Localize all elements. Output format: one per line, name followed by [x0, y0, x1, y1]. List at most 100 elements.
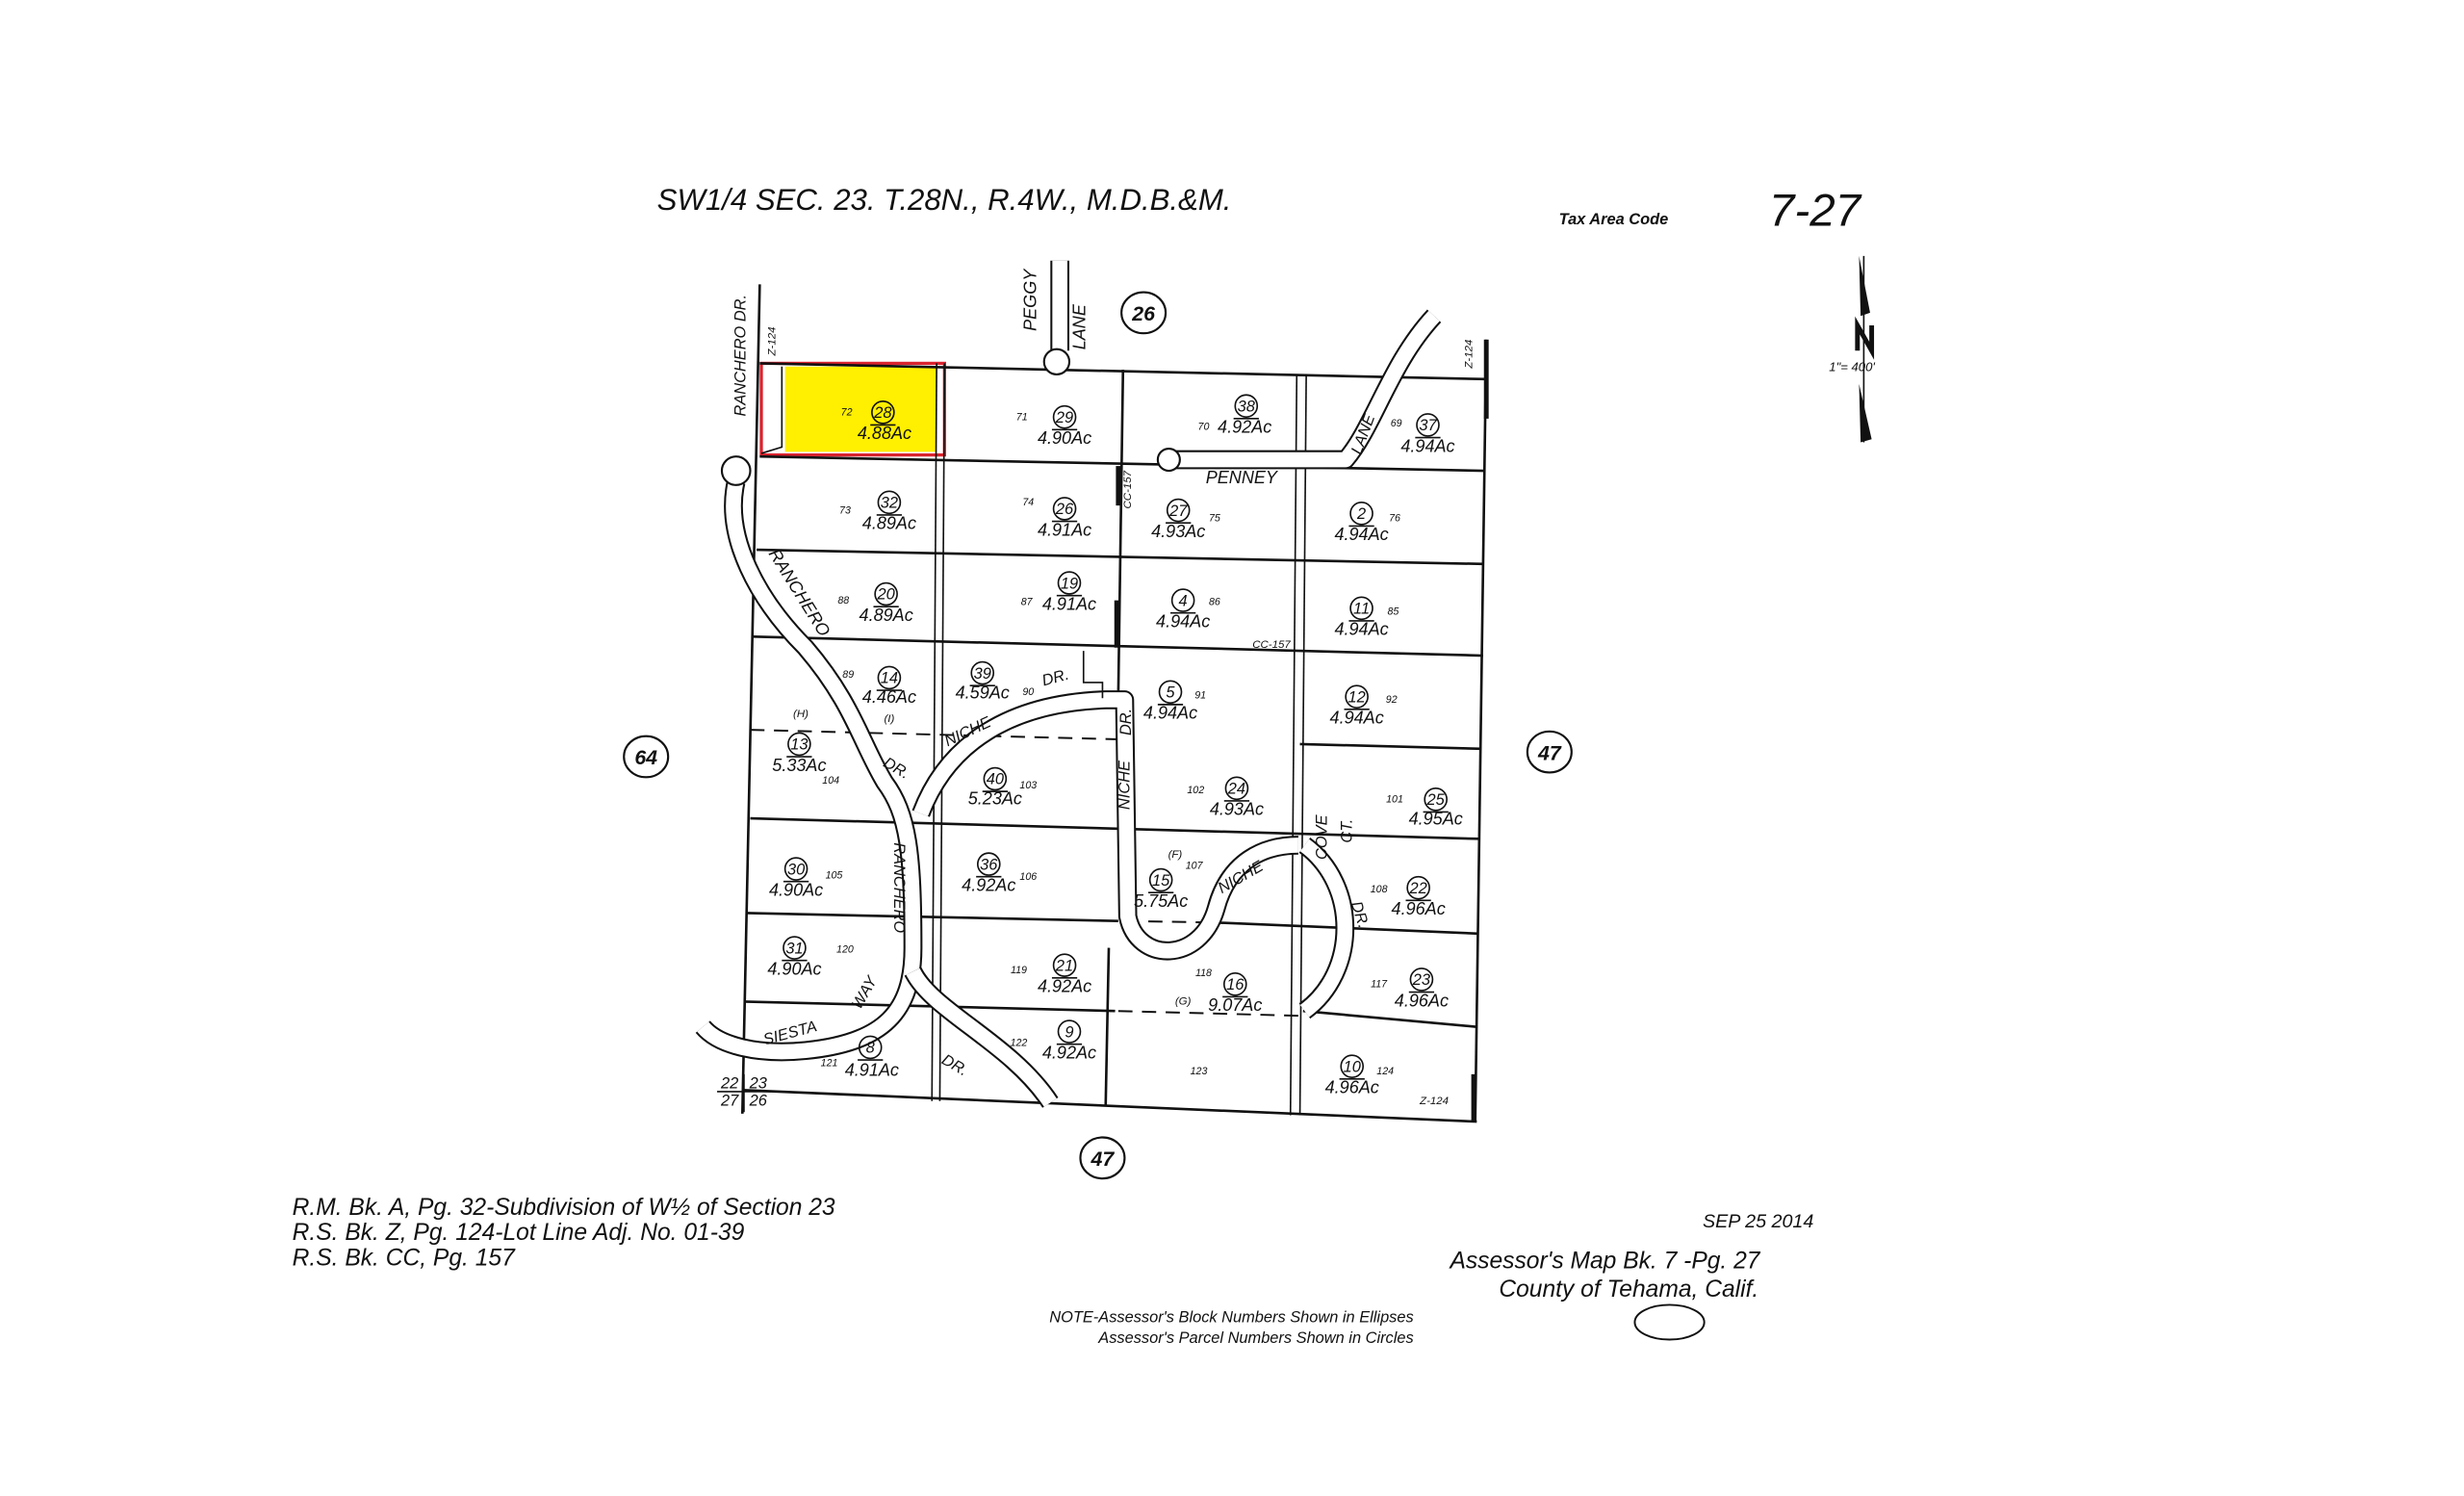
parcel-number: 5 [1166, 684, 1175, 701]
road-label: DR. [1117, 709, 1135, 735]
section-corner-mark [717, 1073, 771, 1113]
lot-number: 106 [1019, 871, 1037, 883]
lot-number: 107 [1186, 861, 1204, 872]
parcel-acreage: 4.96Ac [1325, 1078, 1379, 1097]
lot-number: 75 [1209, 513, 1220, 525]
lot-number: 104 [822, 775, 839, 787]
reference-1: R.M. Bk. A, Pg. 32-Subdivision of W½ of … [293, 1195, 835, 1221]
parcel-number: 26 [1055, 501, 1074, 518]
parcel-number: 19 [1061, 575, 1078, 592]
block-number: 47 [1537, 741, 1562, 764]
parcel-number-circle [1158, 680, 1183, 705]
parcel-number-circle [976, 852, 1001, 876]
legend-note-parcels: Assessor's Parcel Numbers Shown in Circl… [1097, 1329, 1413, 1347]
map-book-reference: Assessor's Map Bk. 7 -Pg. 27 [1448, 1249, 1760, 1275]
legend-note-blocks: NOTE-Assessor's Block Numbers Shown in E… [1049, 1308, 1413, 1326]
parcel-number-circle [1349, 596, 1373, 621]
tax-area-code-label: Tax Area Code [1559, 211, 1669, 228]
parcel-number: 22 [1409, 880, 1427, 897]
parcel-number: 9 [1065, 1023, 1073, 1041]
block-ellipse-symbol [1633, 1303, 1706, 1341]
parcel-number-circle [1166, 498, 1191, 523]
lot-number: 86 [1209, 596, 1220, 607]
roads [695, 260, 1442, 1108]
parcel-number: 8 [866, 1040, 876, 1057]
parcel-number: 30 [787, 861, 805, 878]
block-number: 26 [1131, 302, 1155, 325]
lot-number: 76 [1389, 513, 1400, 525]
parcel-acreage: 4.94Ac [1334, 525, 1388, 544]
parcel-number: 28 [873, 404, 892, 422]
parcel-acreage: 4.92Ac [962, 876, 1015, 895]
parcel-number-circle [983, 766, 1008, 791]
parcel-acreage: 4.91Ac [845, 1061, 899, 1080]
parcel-number: 37 [1419, 417, 1437, 434]
road-label: RANCHERO [890, 842, 908, 933]
map-annotation: CC-157 [1252, 639, 1291, 651]
parcel-number-circle [1170, 588, 1195, 612]
parcel-number-circle [970, 660, 995, 685]
parcel-number: 29 [1055, 409, 1073, 426]
block-number-ellipse [623, 735, 670, 779]
north-arrow-icon [1855, 255, 1875, 443]
parcel-acreage: 4.94Ac [1156, 611, 1210, 631]
parcel-acreage: 5.75Ac [1134, 891, 1188, 911]
parcel-acreage: 4.92Ac [1218, 418, 1271, 437]
parcel-number-circle [1345, 684, 1369, 709]
parcel-acreage: 4.96Ac [1392, 899, 1446, 918]
parcel-number-circle [1409, 967, 1434, 992]
parcel-number: 24 [1227, 781, 1245, 798]
parcel-acreage: 4.93Ac [1151, 522, 1205, 541]
parcel-acreage: 9.07Ac [1208, 995, 1262, 1015]
parcel-acreage: 4.94Ac [1143, 704, 1197, 723]
map-title: SW1/4 SEC. 23. T.28N., R.4W., M.D.B.&M. [657, 183, 1232, 217]
lot-number: 117 [1371, 979, 1388, 991]
parcel-acreage: 4.89Ac [862, 514, 916, 533]
block-number-ellipse [1120, 291, 1168, 335]
parcel-number: 39 [974, 665, 991, 683]
parcel-number: 12 [1348, 688, 1366, 706]
parcel-number-circle [1052, 404, 1077, 429]
parcel-number: 40 [987, 771, 1004, 788]
lot-number: 124 [1376, 1066, 1394, 1077]
block-number-ellipse [1079, 1136, 1126, 1180]
parcel-acreage: 4.92Ac [1042, 1043, 1096, 1062]
parcel-number: 20 [877, 586, 895, 604]
parcel-number: 21 [1055, 957, 1073, 974]
parcel-number-circle [783, 936, 807, 960]
lot-number: 70 [1198, 421, 1210, 432]
parcel-number: 25 [1426, 791, 1446, 809]
scale-label: 1"= 400' [1829, 360, 1875, 374]
parcel-number-circle [1416, 413, 1440, 437]
parcel-number: 11 [1353, 601, 1370, 618]
lot-number: 73 [839, 504, 851, 516]
map-annotation: Z-124 [767, 326, 779, 356]
lot-number: 85 [1387, 606, 1399, 617]
parcel-acreage: 4.46Ac [862, 687, 916, 707]
parcel-number: 13 [790, 736, 808, 754]
lot-number: 118 [1195, 967, 1212, 979]
highlighted-parcel[interactable] [784, 366, 937, 452]
road-label: CT. [1339, 819, 1356, 843]
parcel-acreage: 5.23Ac [968, 788, 1022, 808]
lot-number: 102 [1187, 785, 1204, 796]
parcel-acreage: 4.91Ac [1038, 520, 1091, 539]
parcel-acreage: 4.94Ac [1330, 709, 1384, 728]
parcel-number-circle [1234, 394, 1259, 419]
map-annotation: (G) [1175, 996, 1192, 1008]
parcel-number: 2 [1356, 505, 1366, 523]
parcel-number-circle [1057, 571, 1082, 595]
lot-number: 103 [1019, 780, 1037, 791]
parcel-number: 38 [1238, 398, 1256, 415]
map-annotation: Z-124 [1419, 1096, 1449, 1107]
parcel-number: 4 [1179, 592, 1188, 609]
parcel-acreage: 4.90Ac [767, 959, 821, 978]
parcel-number-circle [1349, 502, 1373, 526]
road-label: PEGGY [1021, 268, 1040, 331]
lot-number: 101 [1386, 794, 1403, 806]
lot-number: 122 [1011, 1037, 1028, 1048]
block-number: 47 [1091, 1148, 1116, 1171]
parcel-acreage: 4.95Ac [1409, 810, 1463, 829]
parcel-acreage: 4.91Ac [1042, 594, 1096, 613]
